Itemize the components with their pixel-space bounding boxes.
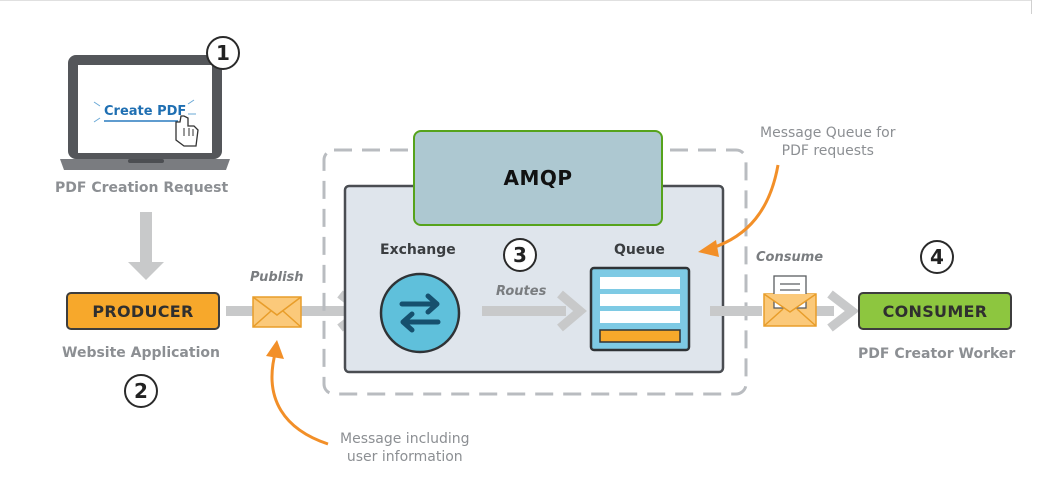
hand-pointer-icon [175, 115, 199, 147]
message-note-line1: Message including [340, 431, 470, 447]
consume-label: Consume [756, 250, 824, 265]
producer-label: PRODUCER [92, 301, 194, 321]
consumer-box: CONSUMER [858, 292, 1012, 330]
letter-envelope-icon [763, 275, 817, 327]
orange-arrow-queue [698, 164, 780, 257]
producer-box: PRODUCER [66, 292, 220, 330]
step-1-badge: 1 [206, 36, 240, 70]
message-note: Message including user information [340, 430, 470, 466]
queue-icon [589, 266, 691, 352]
consumer-label: CONSUMER [882, 301, 988, 321]
producer-caption: Website Application [62, 345, 220, 361]
queue-note-line1: Message Queue for [760, 125, 896, 141]
amqp-title-box: AMQP [413, 130, 663, 226]
queue-note: Message Queue for PDF requests [760, 124, 896, 160]
step-3-badge: 3 [503, 238, 537, 272]
consumer-caption: PDF Creator Worker [858, 346, 1016, 362]
step-2-badge: 2 [124, 374, 158, 408]
step-4-badge: 4 [920, 240, 954, 274]
pdf-creation-request-caption: PDF Creation Request [55, 180, 229, 196]
routes-label: Routes [496, 284, 547, 299]
queue-note-line2: PDF requests [781, 143, 874, 159]
envelope-icon [252, 296, 302, 328]
orange-arrow-message [266, 340, 329, 446]
message-note-line2: user information [346, 449, 463, 465]
frame-right-border [1031, 0, 1032, 14]
swap-arrows-icon [379, 272, 461, 354]
queue-label: Queue [614, 242, 665, 258]
amqp-title: AMQP [503, 166, 573, 190]
exchange-label: Exchange [380, 242, 456, 258]
create-pdf-label: Create PDF [104, 104, 187, 119]
publish-label: Publish [250, 270, 304, 285]
frame-top-border [0, 0, 1032, 1]
